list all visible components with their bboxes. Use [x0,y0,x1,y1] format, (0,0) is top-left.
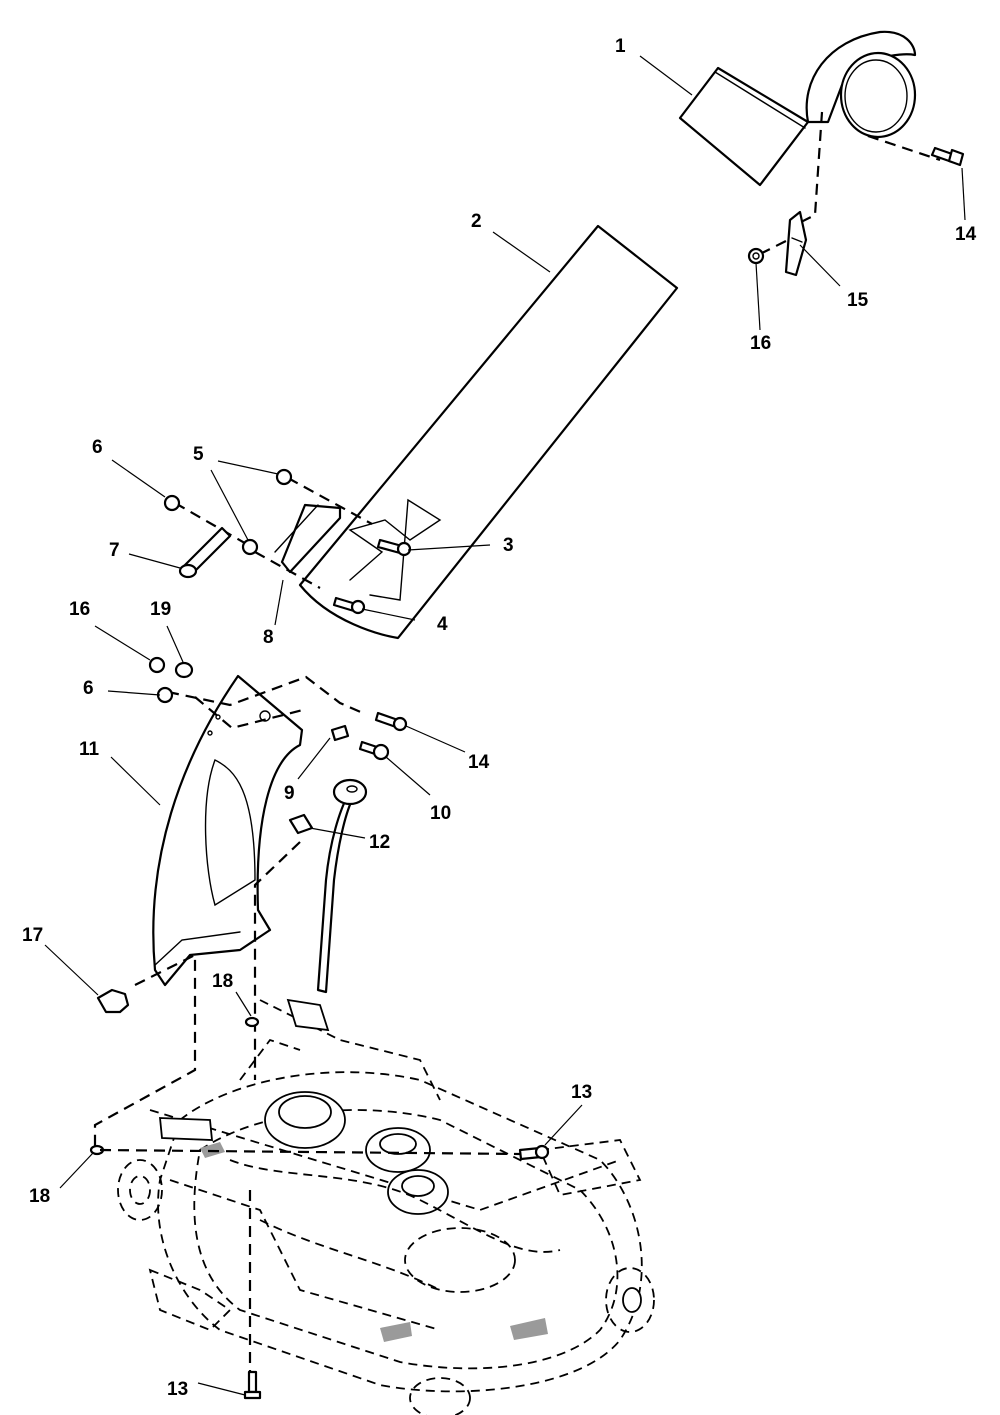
part-19-spacer[interactable] [174,661,194,679]
callout-13-bottom: 13 [167,1379,188,1400]
callout-12: 12 [369,832,390,853]
callout-4: 4 [437,614,448,635]
callout-16-top: 16 [750,333,771,354]
part-10-bolt[interactable] [358,740,390,761]
part-8-hinge-bracket[interactable] [274,503,342,574]
callout-9: 9 [284,783,295,804]
part-16-nut-top[interactable] [747,247,765,265]
callout-6-upper: 6 [92,437,103,458]
part-13-bolt-bottom[interactable] [243,1370,262,1400]
part-15-bracket[interactable] [784,210,808,277]
callout-3: 3 [503,535,514,556]
part-6-nut-lower[interactable] [156,686,174,704]
callout-19: 19 [150,599,171,620]
callout-8: 8 [263,627,274,648]
callout-6-lower: 6 [83,678,94,699]
callout-7: 7 [109,540,120,561]
part-11-deflector[interactable] [152,674,304,987]
part-14-bolt-top[interactable] [930,146,965,167]
callout-17: 17 [22,925,43,946]
part-2-chute-tube[interactable] [298,224,679,640]
part-1-elbow-chute[interactable] [678,30,917,187]
callout-1: 1 [615,36,626,57]
callout-13-right: 13 [571,1082,592,1103]
callout-18-upper: 18 [212,971,233,992]
callout-11: 11 [79,739,100,760]
callout-2: 2 [471,211,482,232]
part-6-nut-upper[interactable] [163,494,181,512]
callout-15: 15 [847,290,869,311]
part-9-clip[interactable] [330,724,350,742]
part-4-bolt[interactable] [332,596,366,615]
callout-10: 10 [430,803,451,824]
part-14-bolt-mid[interactable] [374,711,408,732]
part-3-bolt[interactable] [376,538,412,557]
part-5-nut-lower[interactable] [241,538,259,556]
callout-18-lower: 18 [29,1186,50,1207]
callout-14-top: 14 [955,224,977,245]
part-5-nut-upper[interactable] [275,468,293,486]
part-13-bolt-right[interactable] [518,1144,550,1161]
part-18-washer-upper[interactable] [244,1016,260,1028]
part-7-pin[interactable] [178,526,232,579]
callout-16-mid: 16 [69,599,90,620]
callout-5: 5 [193,444,204,465]
leader-lines [44,55,966,1396]
part-12-control-rod[interactable] [288,778,368,994]
part-16-nut-mid[interactable] [148,656,166,674]
callout-14-mid: 14 [468,752,490,773]
part-17-knob[interactable] [96,988,130,1014]
callout-labels: 1 2 3 4 5 6 6 7 8 9 10 11 12 13 13 14 14… [22,36,977,1400]
mower-deck-assembly [117,998,655,1415]
